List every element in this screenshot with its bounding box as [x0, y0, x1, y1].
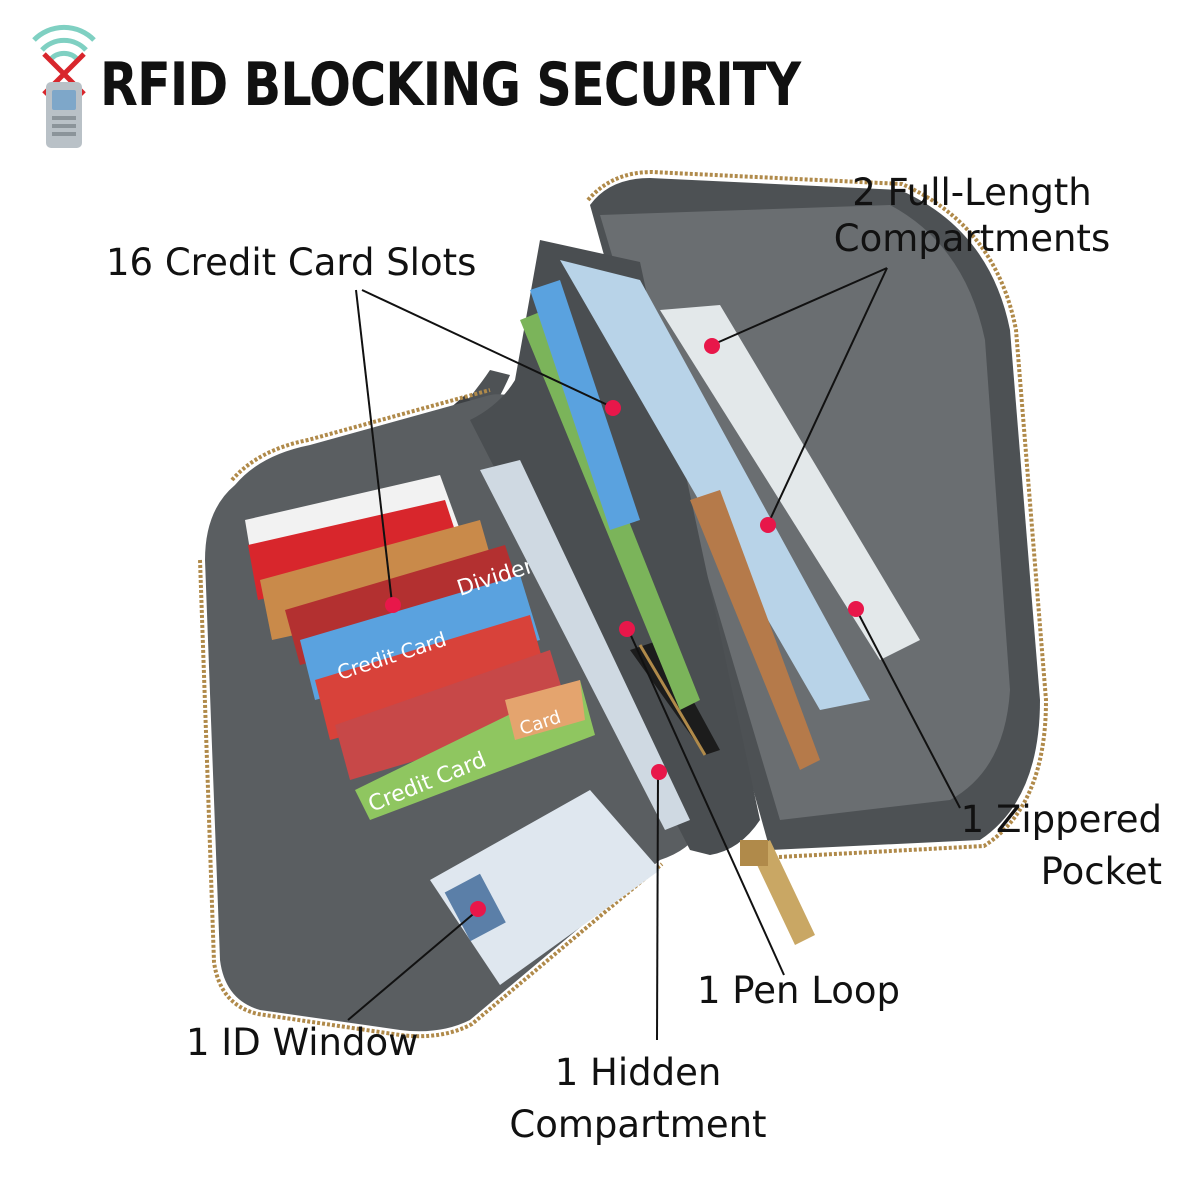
- callout-id-window: 1 ID Window: [186, 1021, 419, 1064]
- callout-hidden-line2: Compartment: [509, 1103, 767, 1146]
- callout-hidden-line1: 1 Hidden: [554, 1051, 722, 1094]
- marker-card-slots-right: [605, 400, 621, 416]
- marker-full-length-2: [760, 517, 776, 533]
- marker-card-slots-left: [385, 597, 401, 613]
- rfid-reader-blocked-icon: [32, 24, 96, 148]
- callout-zippered-pocket: 1 Zippered Pocket: [930, 797, 1162, 895]
- callout-pen-loop: 1 Pen Loop: [697, 969, 900, 1012]
- marker-zippered-pocket: [848, 601, 864, 617]
- marker-hidden-compartment: [651, 764, 667, 780]
- callout-zippered-line1: 1 Zippered: [960, 798, 1162, 841]
- zipper-back: [586, 169, 1049, 860]
- callout-full-length-line1: 2 Full-Length: [852, 171, 1092, 214]
- callout-markers: [385, 338, 864, 917]
- marker-id-window: [470, 901, 486, 917]
- callout-full-length: 2 Full-Length Compartments: [822, 170, 1122, 262]
- zipper-pull: [750, 840, 815, 945]
- callout-zippered-line2: Pocket: [1040, 850, 1162, 893]
- cash-bills: [480, 460, 690, 830]
- marker-full-length-1: [704, 338, 720, 354]
- zipper-left: [198, 388, 664, 1039]
- credit-card-stack: Dividend Credit Card Credit Card Card: [245, 475, 595, 820]
- id-window-card: [430, 790, 660, 985]
- marker-pen-loop: [619, 621, 635, 637]
- receipts: [560, 260, 870, 710]
- callout-credit-card-slots: 16 Credit Card Slots: [106, 241, 477, 284]
- callout-full-length-line2: Compartments: [833, 217, 1111, 260]
- callout-hidden-compartment: 1 Hidden Compartment: [498, 1050, 778, 1148]
- leader-lines: [347, 267, 961, 1041]
- page-title: RFID BLOCKING SECURITY: [100, 50, 801, 120]
